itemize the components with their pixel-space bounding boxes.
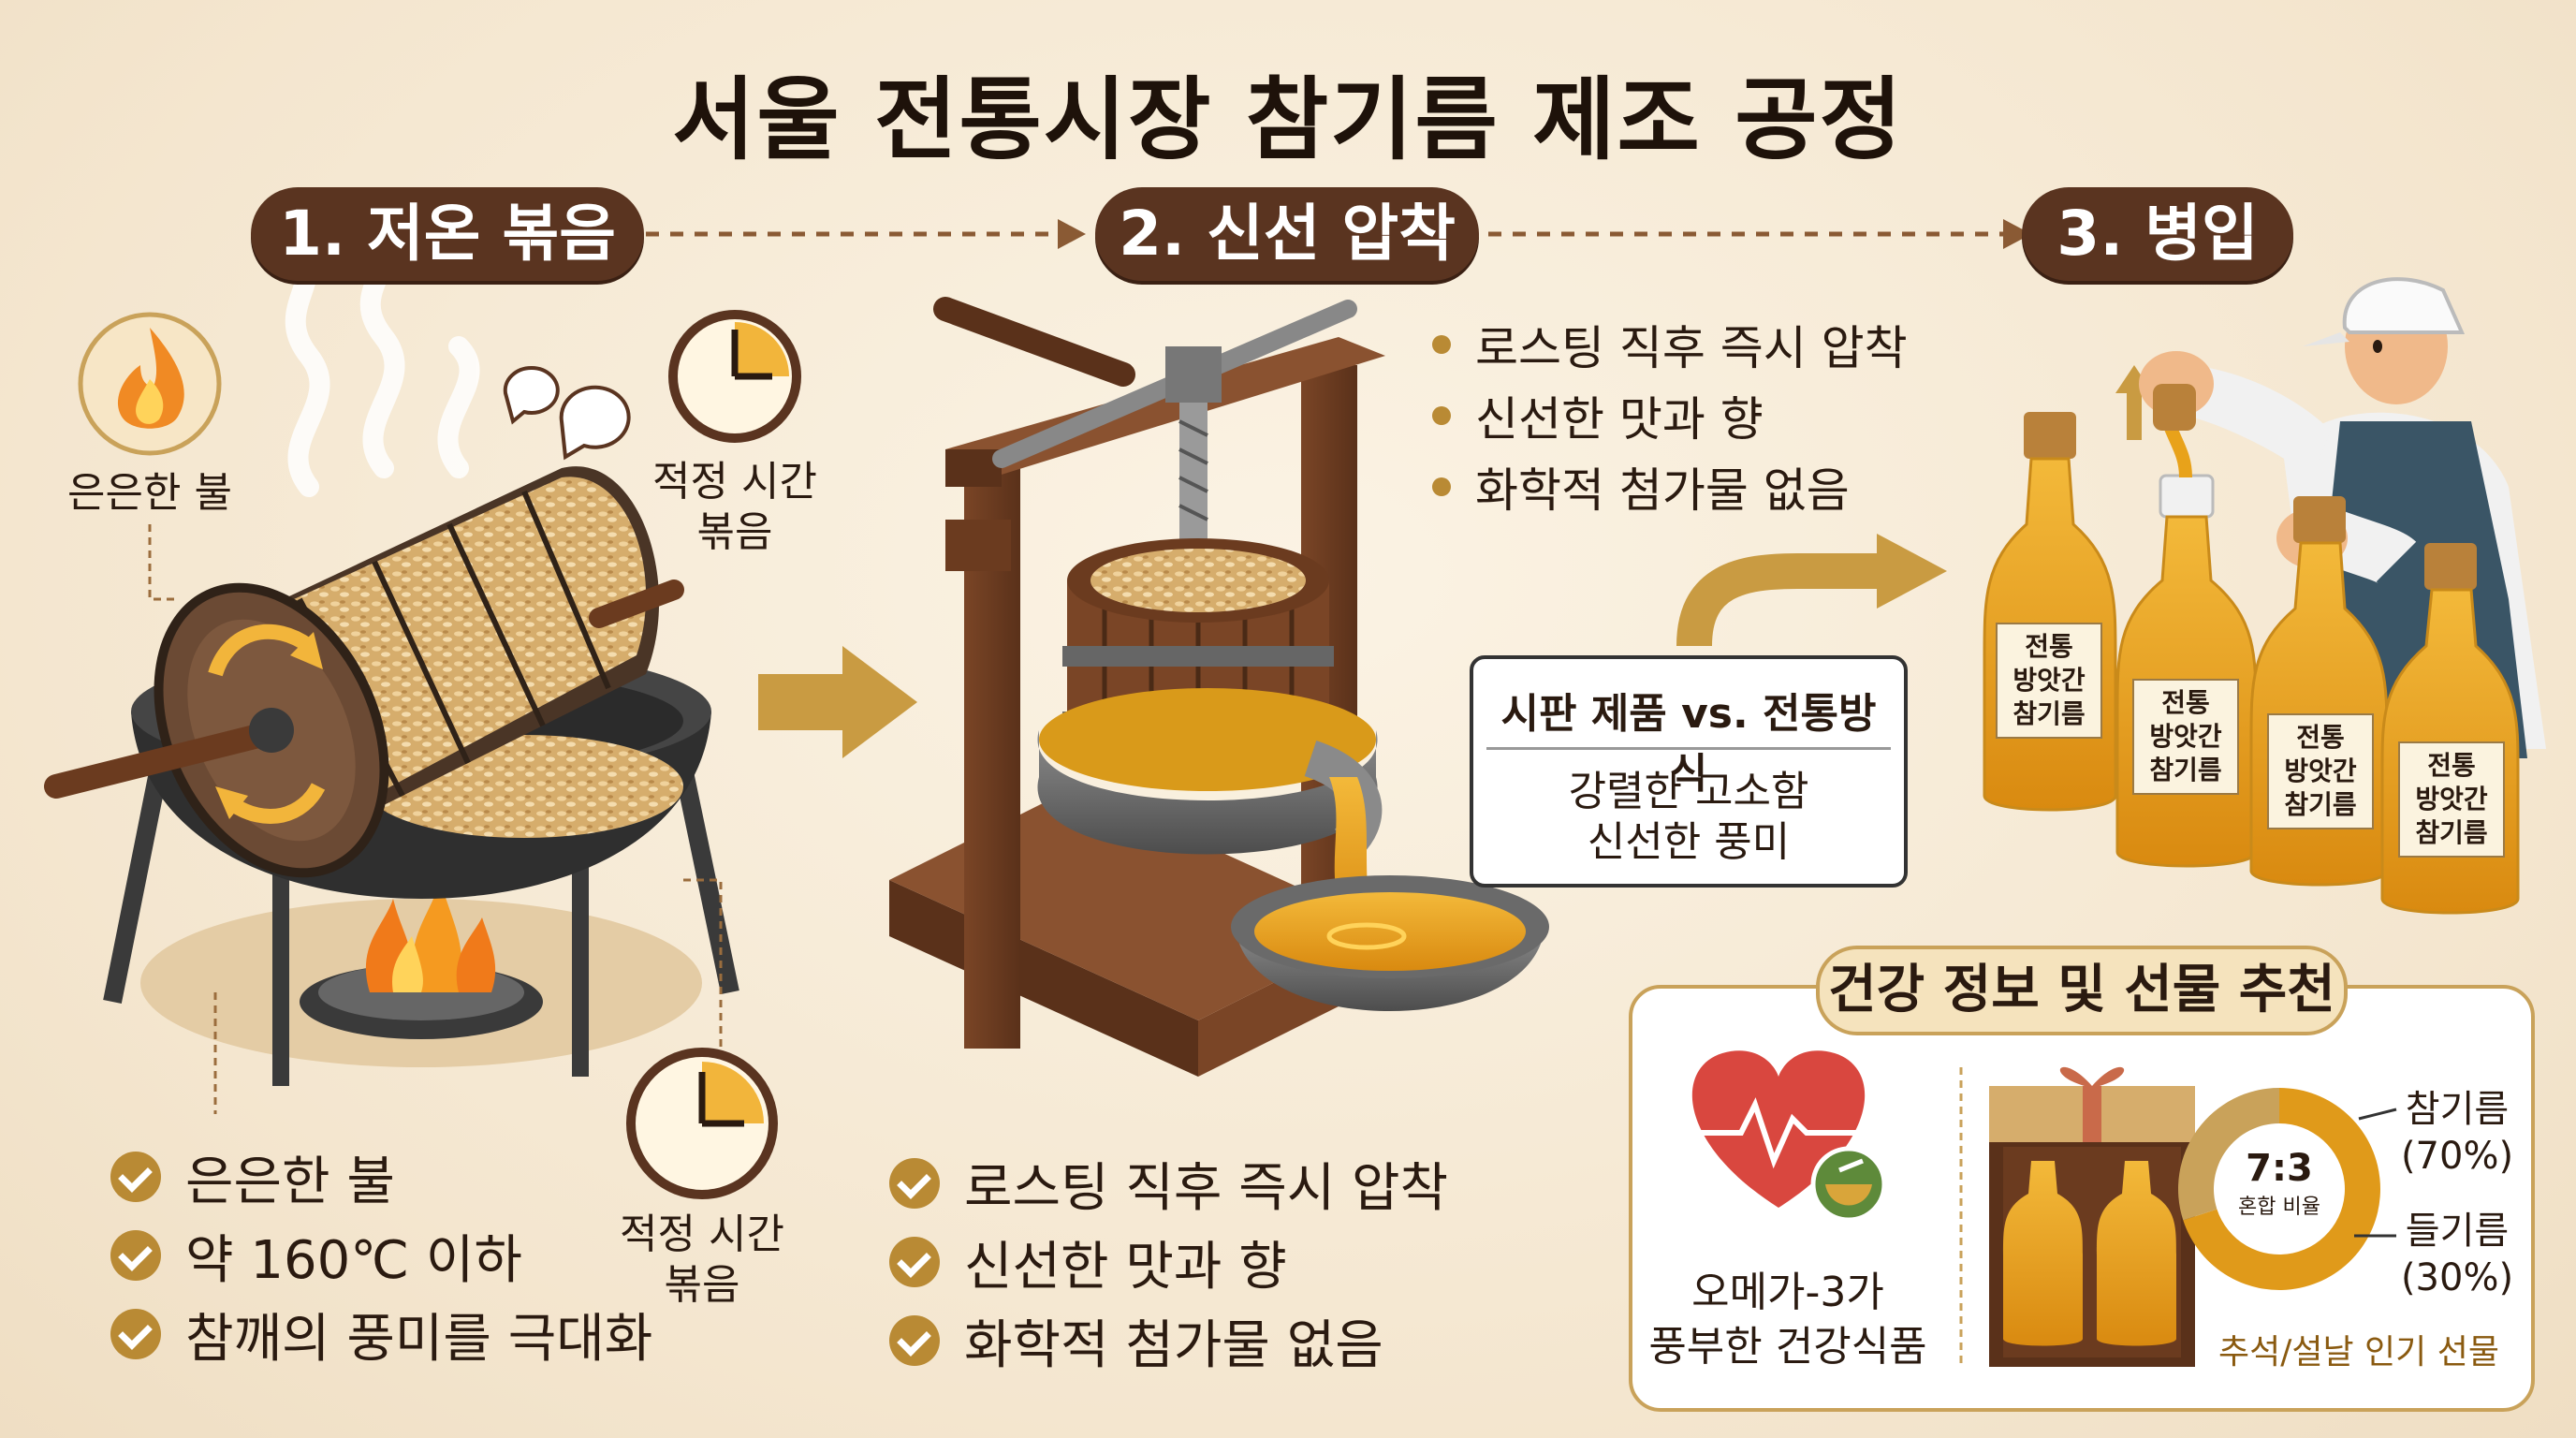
bullet-dot-icon [1432,477,1451,496]
sizzle-icon [503,365,631,461]
check-icon [889,1158,940,1209]
flow-arrow-icon [758,646,917,758]
step-2-pill: 2. 신선 압착 [1095,187,1479,281]
check-item: 약 160℃ 이하 [110,1216,652,1295]
fire-icon [78,312,222,456]
bullet-dot-icon [1432,406,1451,425]
timer-bottom-label-line2: 볶음 [664,1261,740,1309]
check-icon [110,1230,161,1281]
clock-icon-top [668,310,801,443]
comparison-line1: 강렬한 고소함 [1568,768,1809,815]
timer-top-label-line1: 적정 시간 [652,458,817,506]
comparison-body: 강렬한 고소함 신선한 풍미 [1473,750,1904,868]
perilla-pct: (30%) [2400,1256,2514,1299]
sesame-legend: 참기름 (70%) [2396,1086,2518,1180]
bullet-item: 화학적 첨가물 없음 [1432,451,1908,522]
perilla-label: 들기름 [2405,1210,2510,1253]
bullet-dot-icon [1432,335,1451,354]
perilla-legend: 들기름 (30%) [2396,1208,2518,1301]
check-icon [110,1309,161,1359]
press-checklist: 로스팅 직후 즉시 압착 신선한 맛과 향 화학적 첨가물 없음 [889,1144,1448,1380]
sesame-pct: (70%) [2400,1135,2514,1178]
step-3-pill: 3. 병입 [2022,187,2293,281]
roasting-drum [44,466,684,878]
fire-label: 은은한 불 [67,469,232,517]
comparison-bubble: 시판 제품 vs. 전통방식 강렬한 고소함 신선한 풍미 [1470,655,1908,888]
check-icon [889,1315,940,1366]
comparison-line2: 신선한 풍미 [1587,818,1791,866]
step-1-pill: 1. 저온 볶음 [251,187,644,281]
timer-top-label: 적정 시간 볶음 [637,457,833,558]
clock-icon-bottom [626,1048,778,1199]
timer-bottom-label-line1: 적정 시간 [620,1211,784,1258]
comparison-title: 시판 제품 vs. 전통방식 [1486,659,1891,798]
ratio-caption: 혼합 비율 [2238,1196,2320,1219]
bullet-item: 신선한 맛과 향 [1432,380,1908,451]
curved-arrow-icon [1676,553,1881,647]
ratio-value: 7:3 [2246,1147,2313,1190]
oil-press [889,297,1549,1077]
bullet-item: 로스팅 직후 즉시 압착 [1432,309,1908,380]
donut-center: 7:3 혼합 비율 [2219,1147,2339,1220]
omega-line1: 오메가-3가 [1691,1269,1884,1316]
check-icon [110,1152,161,1202]
check-item: 화학적 첨가물 없음 [889,1301,1448,1380]
gift-caption: 추석/설날 인기 선물 [2218,1333,2499,1372]
burner [300,880,543,1039]
omega-line2: 풍부한 건강식품 [1648,1323,1927,1371]
timer-bottom-label: 적정 시간 볶음 [604,1210,800,1311]
page-title: 서울 전통시장 참기름 제조 공정 [672,67,1904,172]
omega-label: 오메가-3가 풍부한 건강식품 [1647,1266,1928,1374]
check-item: 참깨의 풍미를 극대화 [110,1295,652,1373]
check-item: 신선한 맛과 향 [889,1223,1448,1301]
check-icon [889,1237,940,1287]
roast-checklist: 은은한 불 약 160℃ 이하 참깨의 풍미를 극대화 [110,1137,652,1373]
timer-top-label-line2: 볶음 [696,508,773,556]
check-item: 은은한 불 [110,1137,652,1216]
health-title: 건강 정보 및 선물 추천 [1816,946,2348,1035]
sesame-label: 참기름 [2405,1088,2510,1131]
check-item: 로스팅 직후 즉시 압착 [889,1144,1448,1223]
press-bullets: 로스팅 직후 즉시 압착 신선한 맛과 향 화학적 첨가물 없음 [1432,309,1908,522]
